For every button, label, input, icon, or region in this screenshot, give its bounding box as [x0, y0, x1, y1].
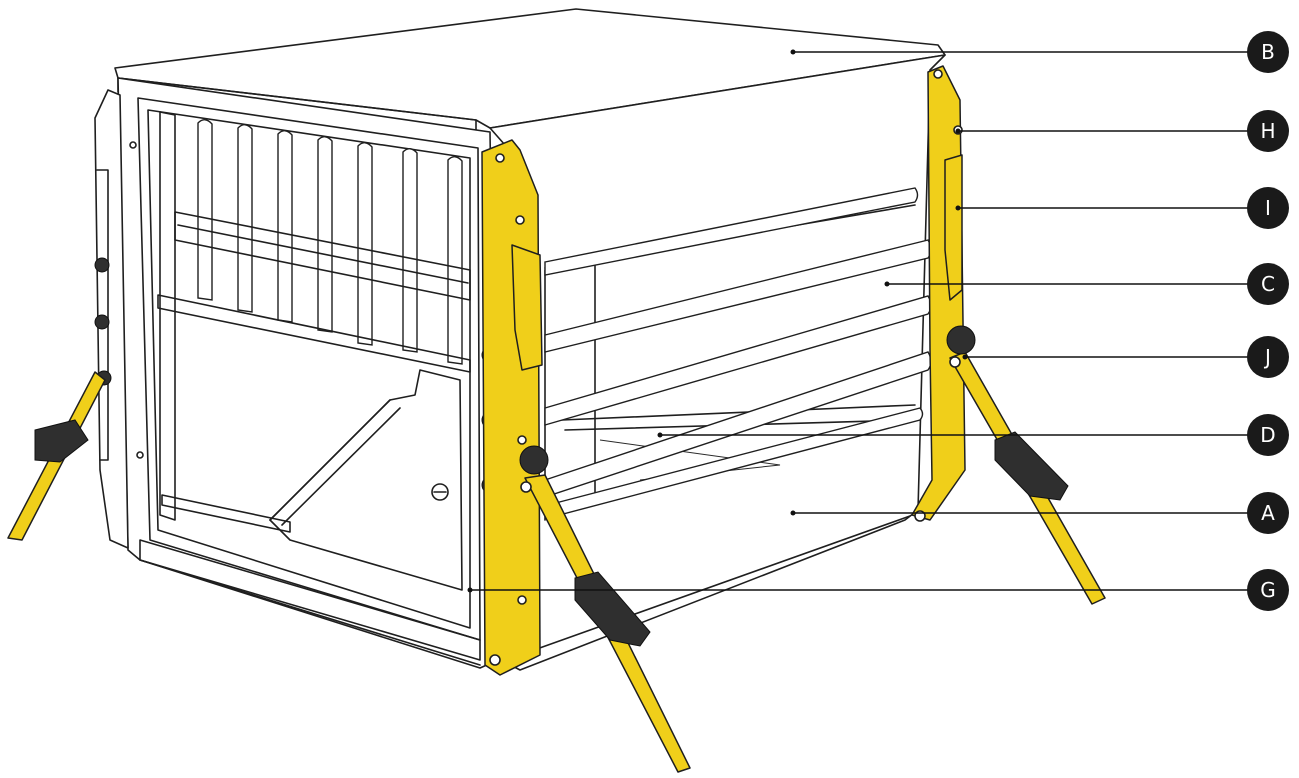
callout-G: G: [467, 569, 1289, 611]
callout-B: B: [790, 31, 1289, 73]
rear-yellow-post: [911, 65, 966, 522]
label-B: B: [1261, 40, 1275, 64]
callout-H: H: [955, 110, 1289, 152]
left-support-leg: [7, 371, 106, 541]
callout-D: D: [657, 414, 1289, 456]
callout-A: A: [790, 492, 1289, 534]
crate-body: [94, 8, 946, 671]
label-J: J: [1263, 345, 1271, 369]
label-H: H: [1260, 119, 1275, 143]
label-D: D: [1260, 423, 1275, 447]
rear-panel: [94, 89, 129, 549]
rear-knob: [946, 325, 976, 355]
label-C: C: [1261, 272, 1275, 296]
front-yellow-post: [481, 139, 543, 676]
label-G: G: [1260, 578, 1276, 602]
side-tubes: [544, 187, 932, 519]
left-leg-clamp: [34, 419, 89, 463]
door-bars: [197, 119, 463, 365]
front-knob: [519, 445, 549, 475]
rear-leg-clamp: [994, 431, 1069, 501]
callout-C: C: [884, 263, 1289, 305]
label-I: I: [1265, 196, 1271, 220]
callout-I: I: [955, 187, 1289, 229]
callout-J: J: [962, 336, 1289, 378]
rear-support-leg: [946, 325, 1106, 605]
label-A: A: [1261, 501, 1275, 525]
